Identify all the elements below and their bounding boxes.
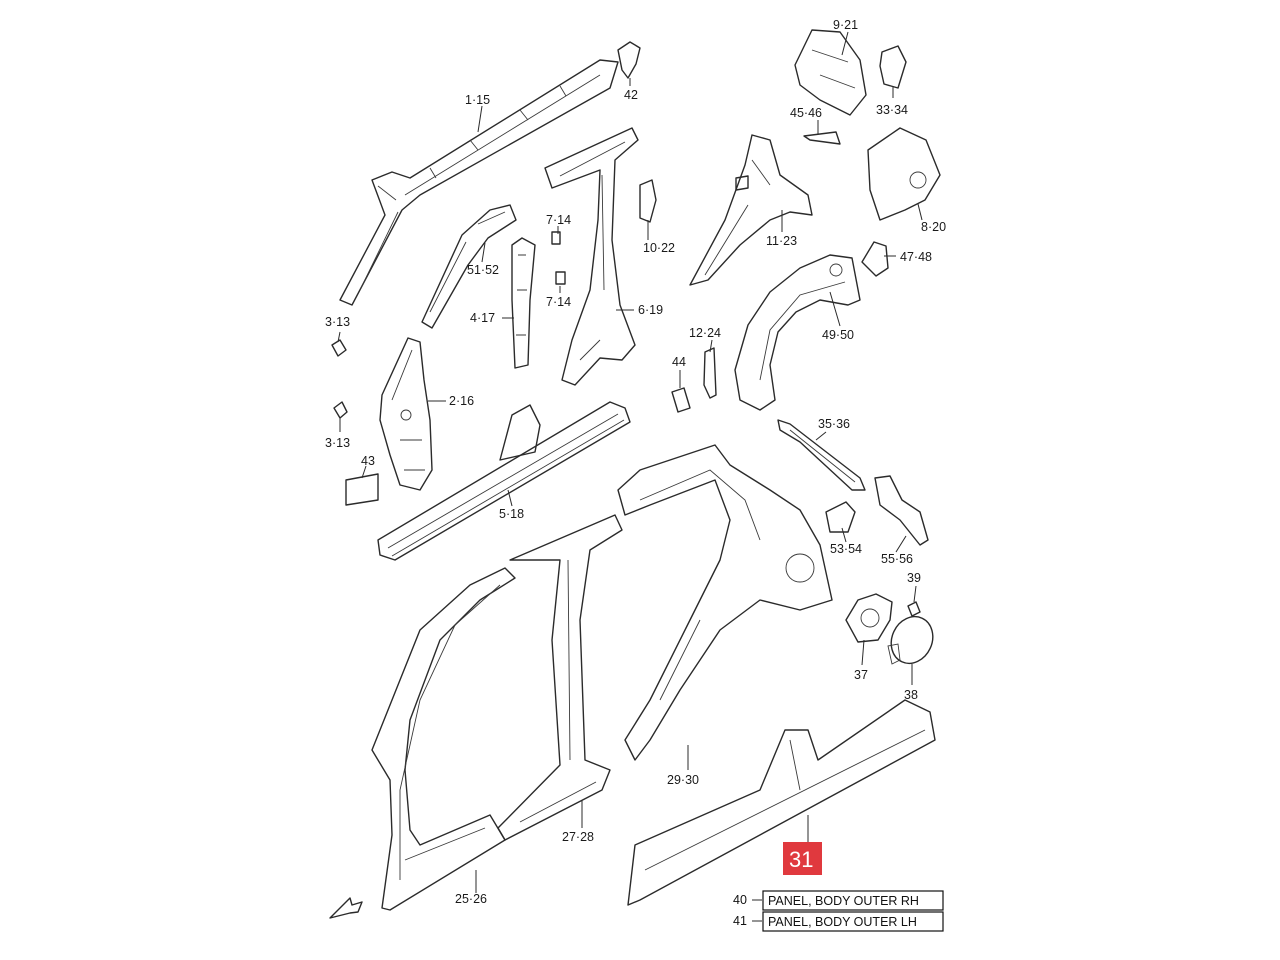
part-37[interactable]	[845, 593, 893, 643]
callout-9-21: 9·21	[833, 18, 858, 32]
legend: 40 PANEL, BODY OUTER RH 41 PANEL, BODY O…	[733, 890, 944, 932]
part-43[interactable]	[345, 473, 379, 506]
callout-7-14-a: 7·14	[546, 213, 571, 227]
part-2-16[interactable]	[379, 337, 433, 491]
callout-33-34: 33·34	[876, 103, 908, 117]
part-7-14-a[interactable]	[551, 231, 561, 245]
part-6-19[interactable]	[544, 127, 639, 386]
callout-45-46: 45·46	[790, 106, 822, 120]
part-31[interactable]	[627, 699, 936, 906]
part-44[interactable]	[671, 387, 691, 413]
callout-4-17: 4·17	[470, 311, 495, 325]
part-27-28[interactable]	[497, 514, 623, 841]
callout-27-28: 27·28	[562, 830, 594, 844]
part-8-20[interactable]	[867, 127, 941, 221]
part-3-13-b[interactable]	[333, 401, 348, 419]
callout-37: 37	[854, 668, 868, 682]
highlight-number: 31	[789, 847, 813, 872]
callout-12-24: 12·24	[689, 326, 721, 340]
callout-43: 43	[361, 454, 375, 468]
callout-47-48: 47·48	[900, 250, 932, 264]
callout-29-30: 29·30	[667, 773, 699, 787]
callout-7-14-b: 7·14	[546, 295, 571, 309]
part-53-54[interactable]	[825, 501, 856, 533]
part-3-13-a[interactable]	[331, 339, 347, 357]
part-25-26[interactable]	[371, 567, 516, 911]
part-4-17[interactable]	[511, 237, 536, 369]
callout-35-36: 35·36	[818, 417, 850, 431]
callout-38: 38	[904, 688, 918, 702]
front-arrow-icon	[329, 897, 363, 919]
callout-39: 39	[907, 571, 921, 585]
legend-text-40: PANEL, BODY OUTER RH	[768, 894, 919, 908]
callout-10-22: 10·22	[643, 241, 675, 255]
part-11-23[interactable]	[689, 134, 813, 286]
callout-3-13-a: 3·13	[325, 315, 350, 329]
callout-44: 44	[672, 355, 686, 369]
legend-number-40: 40	[733, 893, 747, 907]
part-5-18[interactable]	[377, 401, 631, 561]
part-12-24[interactable]	[703, 347, 717, 399]
callout-6-19: 6·19	[638, 303, 663, 317]
callout-2-16: 2·16	[449, 394, 474, 408]
part-9-21[interactable]	[794, 29, 867, 116]
part-38[interactable]	[884, 610, 941, 670]
part-10-22[interactable]	[639, 179, 657, 223]
part-55-56[interactable]	[874, 475, 929, 546]
part-1-15[interactable]	[339, 59, 619, 306]
part-47-48[interactable]	[861, 241, 889, 277]
callout-5-18: 5·18	[499, 507, 524, 521]
callout-8-20: 8·20	[921, 220, 946, 234]
callout-11-23: 11·23	[766, 234, 797, 248]
callout-49-50: 49·50	[822, 328, 854, 342]
part-33-34[interactable]	[879, 45, 907, 89]
part-35-36[interactable]	[777, 419, 866, 491]
highlight-callout-31[interactable]: 31	[783, 842, 822, 875]
part-39[interactable]	[907, 601, 921, 617]
part-49-50[interactable]	[734, 254, 861, 411]
callout-55-56: 55·56	[881, 552, 913, 566]
legend-text-41: PANEL, BODY OUTER LH	[768, 915, 917, 929]
legend-number-41: 41	[733, 914, 747, 928]
callout-51-52: 51·52	[467, 263, 499, 277]
part-51-52[interactable]	[421, 204, 517, 329]
part-29-30[interactable]	[617, 444, 833, 761]
callout-1-15: 1·15	[465, 93, 490, 107]
callout-3-13-b: 3·13	[325, 436, 350, 450]
highlight-box	[783, 842, 822, 875]
callout-42: 42	[624, 88, 638, 102]
part-7-14-b[interactable]	[555, 271, 566, 285]
part-45-46[interactable]	[803, 131, 841, 145]
callout-25-26: 25·26	[455, 892, 487, 906]
part-42[interactable]	[617, 41, 641, 79]
callout-53-54: 53·54	[830, 542, 862, 556]
